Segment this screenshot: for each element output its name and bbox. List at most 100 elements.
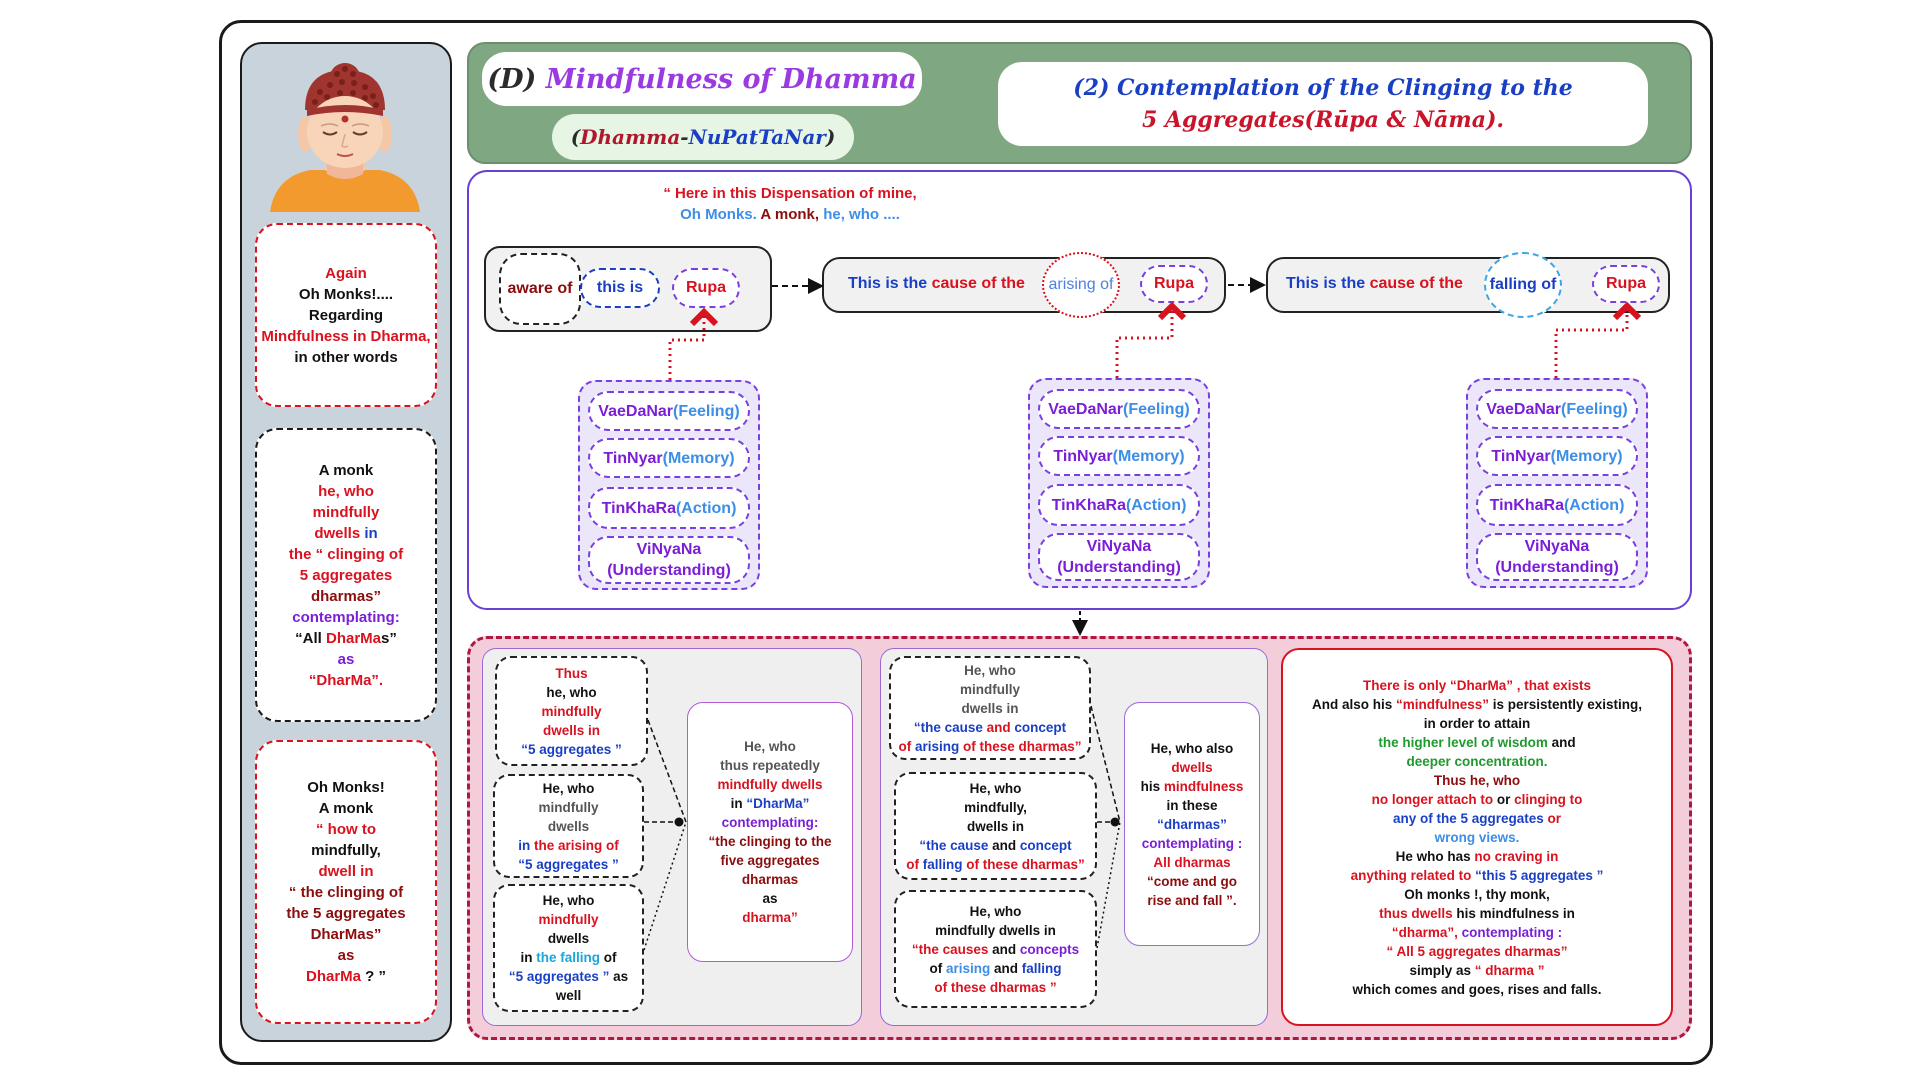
box-span: the higher level of wisdom [1378, 734, 1548, 750]
box-causes-arising-falling: He, who mindfully dwells in “the causes … [894, 890, 1097, 1008]
aggregate-name: TinKhaRa [1051, 496, 1126, 514]
box-span: the falling [536, 950, 600, 965]
box-text: He, who [542, 893, 595, 908]
left-text: the 5 aggregates [286, 905, 406, 922]
box-text: He, who also [1150, 740, 1234, 756]
title-pill: (D) Mindfulness of Dhamma [482, 52, 922, 106]
aggregate-name: ViNyaNa [1524, 538, 1590, 555]
aggregate-item-feeling: VaeDaNar(Feeling) [1038, 389, 1200, 429]
left-text: in other words [294, 348, 398, 366]
box-text: his mindfulness [1125, 777, 1259, 796]
box-span: arising [945, 960, 991, 976]
box-text: Thus [555, 665, 588, 681]
left-text: mindfully, [311, 842, 381, 859]
aggregate-gloss: (Understanding) [1495, 559, 1619, 576]
box-text: of falling of these dharmas” [896, 855, 1095, 874]
box-text: dharmas [741, 872, 799, 887]
left-text: contemplating: [292, 608, 400, 626]
box-span: any of the 5 aggregates [1392, 810, 1544, 826]
quote-span: he, who .... [819, 206, 900, 223]
box-text: thus repeatedly [720, 758, 820, 773]
aggregate-gloss: (Memory) [1112, 447, 1185, 465]
contemplation-line1: (2) Contemplation of the Clinging to the [1073, 75, 1573, 101]
subtitle-dash: - [680, 125, 689, 149]
left-text: “All DharMas” [295, 628, 397, 649]
falling-of-node: falling of [1484, 252, 1562, 318]
box-span: “5 aggregates ” [508, 969, 610, 984]
box-dwells-arising: He, who mindfully dwells in the arising … [493, 774, 644, 878]
this-is-node: this is [580, 268, 660, 308]
box-text: the higher level of wisdom and [1283, 733, 1671, 752]
box-text: dharma” [742, 910, 798, 925]
summary-box-b: He, who also dwells his mindfulness in t… [1124, 702, 1260, 946]
box-span: of these dharmas” [959, 738, 1082, 754]
box-text: of arising of these dharmas” [891, 737, 1089, 756]
box-text: dwells [547, 931, 590, 946]
box-text: He, who [964, 662, 1016, 678]
box-text: deeper concentration. [1406, 753, 1548, 769]
box-span: and [1547, 734, 1576, 750]
aggregate-item-understanding: ViNyaNa(Understanding) [588, 536, 750, 584]
aggregate-name: TinKhaRa [1489, 496, 1564, 514]
box-span: no craving in [1474, 848, 1559, 864]
box-span: “mindfulness” [1395, 696, 1489, 712]
row-text-span: This is the [1286, 275, 1370, 292]
contemplation-line2: 5 Aggregates(Rūpa & Nāma). [1141, 107, 1505, 133]
box-span: of [898, 738, 915, 754]
row-text-span: This is the [848, 275, 932, 292]
box-text: anything related to “this 5 aggregates ” [1283, 866, 1671, 885]
box-text: of arising and falling [896, 959, 1095, 978]
contemplation-pill: (2) Contemplation of the Clinging to the… [998, 62, 1648, 146]
box-text: “the causes and concepts [896, 940, 1095, 959]
left-text: A monk [318, 800, 374, 817]
left-text: Again [325, 264, 367, 282]
left-text: “ the clinging of [288, 884, 404, 901]
aggregate-name: VaeDaNar [1048, 400, 1124, 418]
box-span: “ dharma ” [1474, 962, 1545, 978]
row-text-span: cause of the [1369, 275, 1463, 292]
box-text: dwells in [961, 700, 1019, 716]
box-span: simply as [1409, 962, 1475, 978]
left-text-span: DharMa [305, 968, 361, 985]
box-text: which comes and goes, rises and falls. [1352, 981, 1602, 997]
box-span: “the cause [919, 837, 989, 853]
box-span: concept [1014, 719, 1067, 735]
box-text: mindfully dwells [717, 777, 823, 792]
box-text: well [555, 988, 582, 1003]
box-span: or [1493, 791, 1515, 807]
aggregate-name: TinNyar [603, 449, 663, 467]
page-title: Mindfulness of Dhamma [545, 63, 917, 95]
left-text-span: DharMa [325, 629, 381, 647]
aggregate-gloss: (Understanding) [1057, 559, 1181, 576]
rupa-node: Rupa [672, 268, 740, 308]
quote-span: Oh Monks. [680, 206, 757, 223]
quote: “ Here in this Dispensation of mine, Oh … [580, 183, 1000, 225]
box-text: dwells [547, 818, 590, 834]
box-span: and [988, 941, 1020, 957]
box-text: “the cause and concept [896, 836, 1095, 855]
left-text: A monk [318, 461, 374, 479]
box-span: falling [922, 856, 963, 872]
left-text-span: “All [295, 629, 326, 647]
box-span: “dharma”, [1391, 924, 1462, 940]
box-text: Oh monks !, thy monk, [1404, 886, 1550, 902]
box-span: the arising of [533, 837, 619, 853]
aggregate-name: ViNyaNa [636, 541, 702, 558]
left-text: he, who [318, 482, 374, 500]
box-span: is persistently existing, [1488, 696, 1643, 712]
aggregate-item-feeling: VaeDaNar(Feeling) [1476, 389, 1638, 429]
box-text: simply as “ dharma ” [1283, 961, 1671, 980]
rupa-label: Rupa [686, 279, 726, 296]
box-text: wrong views. [1434, 829, 1520, 845]
box-text: contemplating: [721, 815, 819, 830]
aggregate-gloss: (Memory) [1550, 447, 1623, 465]
box-text: There is only “DharMa” , that exists [1362, 677, 1592, 693]
arising-of-label: arising of [1048, 276, 1114, 293]
aggregate-item-action: TinKhaRa (Action) [1476, 484, 1638, 526]
box-span: thus dwells [1379, 905, 1453, 921]
rupa-label: Rupa [1154, 275, 1194, 292]
aggregate-item-action: TinKhaRa (Action) [1038, 484, 1200, 526]
quote-line1: “ Here in this Dispensation of mine, [663, 185, 917, 202]
left-text-span: in [364, 524, 378, 542]
left-text-span: dwells [314, 524, 361, 542]
